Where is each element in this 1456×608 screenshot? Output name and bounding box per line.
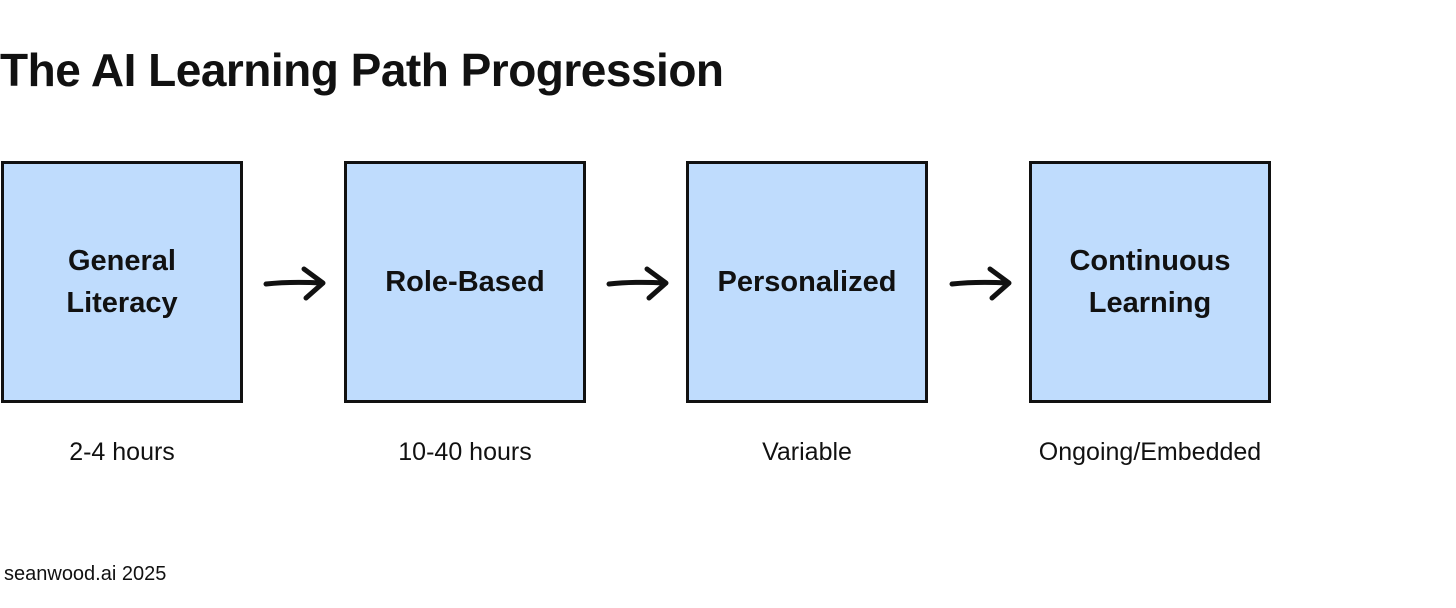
- stage-box-continuous-learning: Continuous Learning: [1029, 161, 1271, 403]
- footer-credit: seanwood.ai 2025: [4, 563, 167, 585]
- stage-duration: Ongoing/Embedded: [1038, 438, 1262, 466]
- right-arrow-icon: [606, 266, 669, 301]
- stage-label: Continuous Learning: [1069, 245, 1231, 319]
- stage-box-personalized: Personalized: [686, 161, 928, 403]
- right-arrow-icon: [949, 266, 1012, 301]
- right-arrow-icon: [263, 266, 326, 301]
- stage-label: Personalized: [717, 266, 897, 298]
- page-title: The AI Learning Path Progression: [0, 44, 724, 96]
- stage-box-general-literacy: General Literacy: [1, 161, 243, 403]
- stage-box-role-based: Role-Based: [344, 161, 586, 403]
- stage-duration: 10-40 hours: [398, 438, 532, 466]
- stage-duration: Variable: [762, 438, 852, 466]
- stage-label: Role-Based: [385, 266, 545, 298]
- stage-duration: 2-4 hours: [69, 438, 175, 466]
- stage-label: General Literacy: [66, 245, 178, 319]
